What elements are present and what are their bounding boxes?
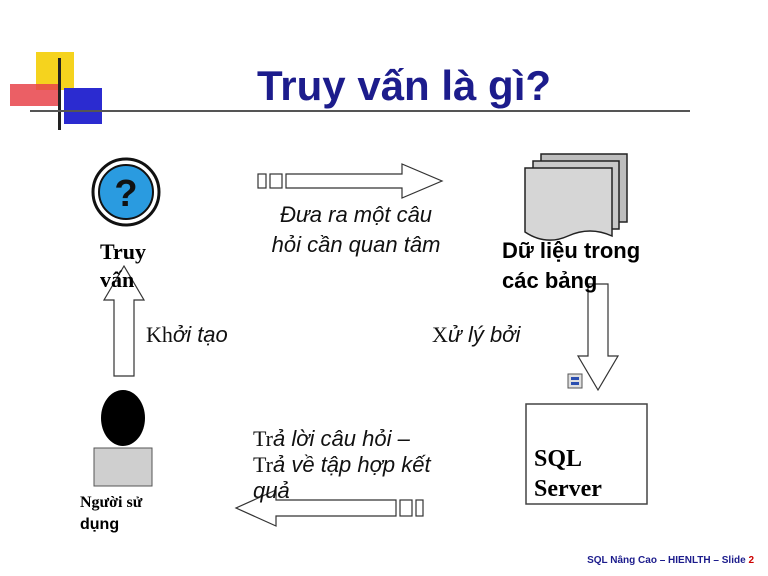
query-label-line1: Truy bbox=[100, 239, 147, 264]
database-icon bbox=[567, 373, 583, 389]
ask-label: Đưa ra một câu hỏi cần quan tâm bbox=[246, 200, 466, 260]
process-label: Xử lý bởi bbox=[432, 322, 520, 348]
server-label-line2: Server bbox=[534, 476, 602, 502]
slide-footer: SQL Nâng Cao – HIENLTH – Slide 2 bbox=[587, 555, 754, 566]
init-arrow bbox=[102, 264, 146, 377]
question-mark-icon: ? bbox=[91, 157, 161, 227]
answer-arrow bbox=[234, 489, 424, 527]
answer-label-line2: Trả về tập hợp kết bbox=[253, 452, 431, 478]
slide-title: Truy vấn là gì? bbox=[256, 62, 552, 109]
query-label: Truy vấn bbox=[100, 238, 146, 294]
svg-text:?: ? bbox=[114, 173, 137, 215]
server-label-line1: SQL bbox=[534, 446, 583, 472]
corner-decoration bbox=[10, 52, 690, 130]
process-label-lead: X bbox=[432, 322, 448, 347]
ask-label-line2: hỏi cần quan tâm bbox=[271, 232, 441, 257]
ask-label-line1: Đưa ra một câu bbox=[279, 202, 433, 227]
init-label-rest: ởi tạo bbox=[172, 322, 228, 347]
init-label: Khởi tạo bbox=[146, 322, 228, 348]
person-icon bbox=[93, 390, 153, 487]
user-label-line1: Người sử bbox=[80, 494, 143, 511]
tables-label: Dữ liệu trong các bảng bbox=[502, 236, 640, 296]
ask-arrow bbox=[257, 163, 444, 199]
server-box bbox=[525, 403, 648, 505]
user-label-line2: dụng bbox=[80, 516, 120, 533]
tables-label-line1: Dữ liệu trong bbox=[502, 238, 641, 263]
answer-line3: quả bbox=[253, 478, 290, 503]
answer-label-line3: quả bbox=[253, 478, 431, 504]
answer-line2-rest: ả về tập hợp kết bbox=[273, 452, 431, 477]
stacked-pages-icon bbox=[524, 153, 628, 241]
answer-label-line1: Trả lời câu hỏi – bbox=[253, 426, 431, 452]
init-label-lead: Kh bbox=[146, 322, 173, 347]
answer-line1-lead: Tr bbox=[253, 426, 273, 451]
slide-number: 2 bbox=[748, 555, 754, 566]
query-label-line2: vấn bbox=[100, 267, 135, 292]
answer-label: Trả lời câu hỏi – Trả về tập hợp kết quả bbox=[253, 426, 431, 504]
server-label: SQL Server bbox=[534, 444, 602, 504]
user-label: Người sử dụng bbox=[80, 492, 142, 536]
answer-line1-rest: ả lời câu hỏi – bbox=[273, 426, 410, 451]
footer-text: SQL Nâng Cao – HIENLTH – Slide bbox=[587, 555, 749, 566]
tables-label-line2: các bảng bbox=[502, 268, 598, 293]
process-label-rest: ử lý bởi bbox=[447, 322, 521, 347]
process-arrow bbox=[576, 283, 620, 392]
answer-line2-lead: Tr bbox=[253, 452, 273, 477]
